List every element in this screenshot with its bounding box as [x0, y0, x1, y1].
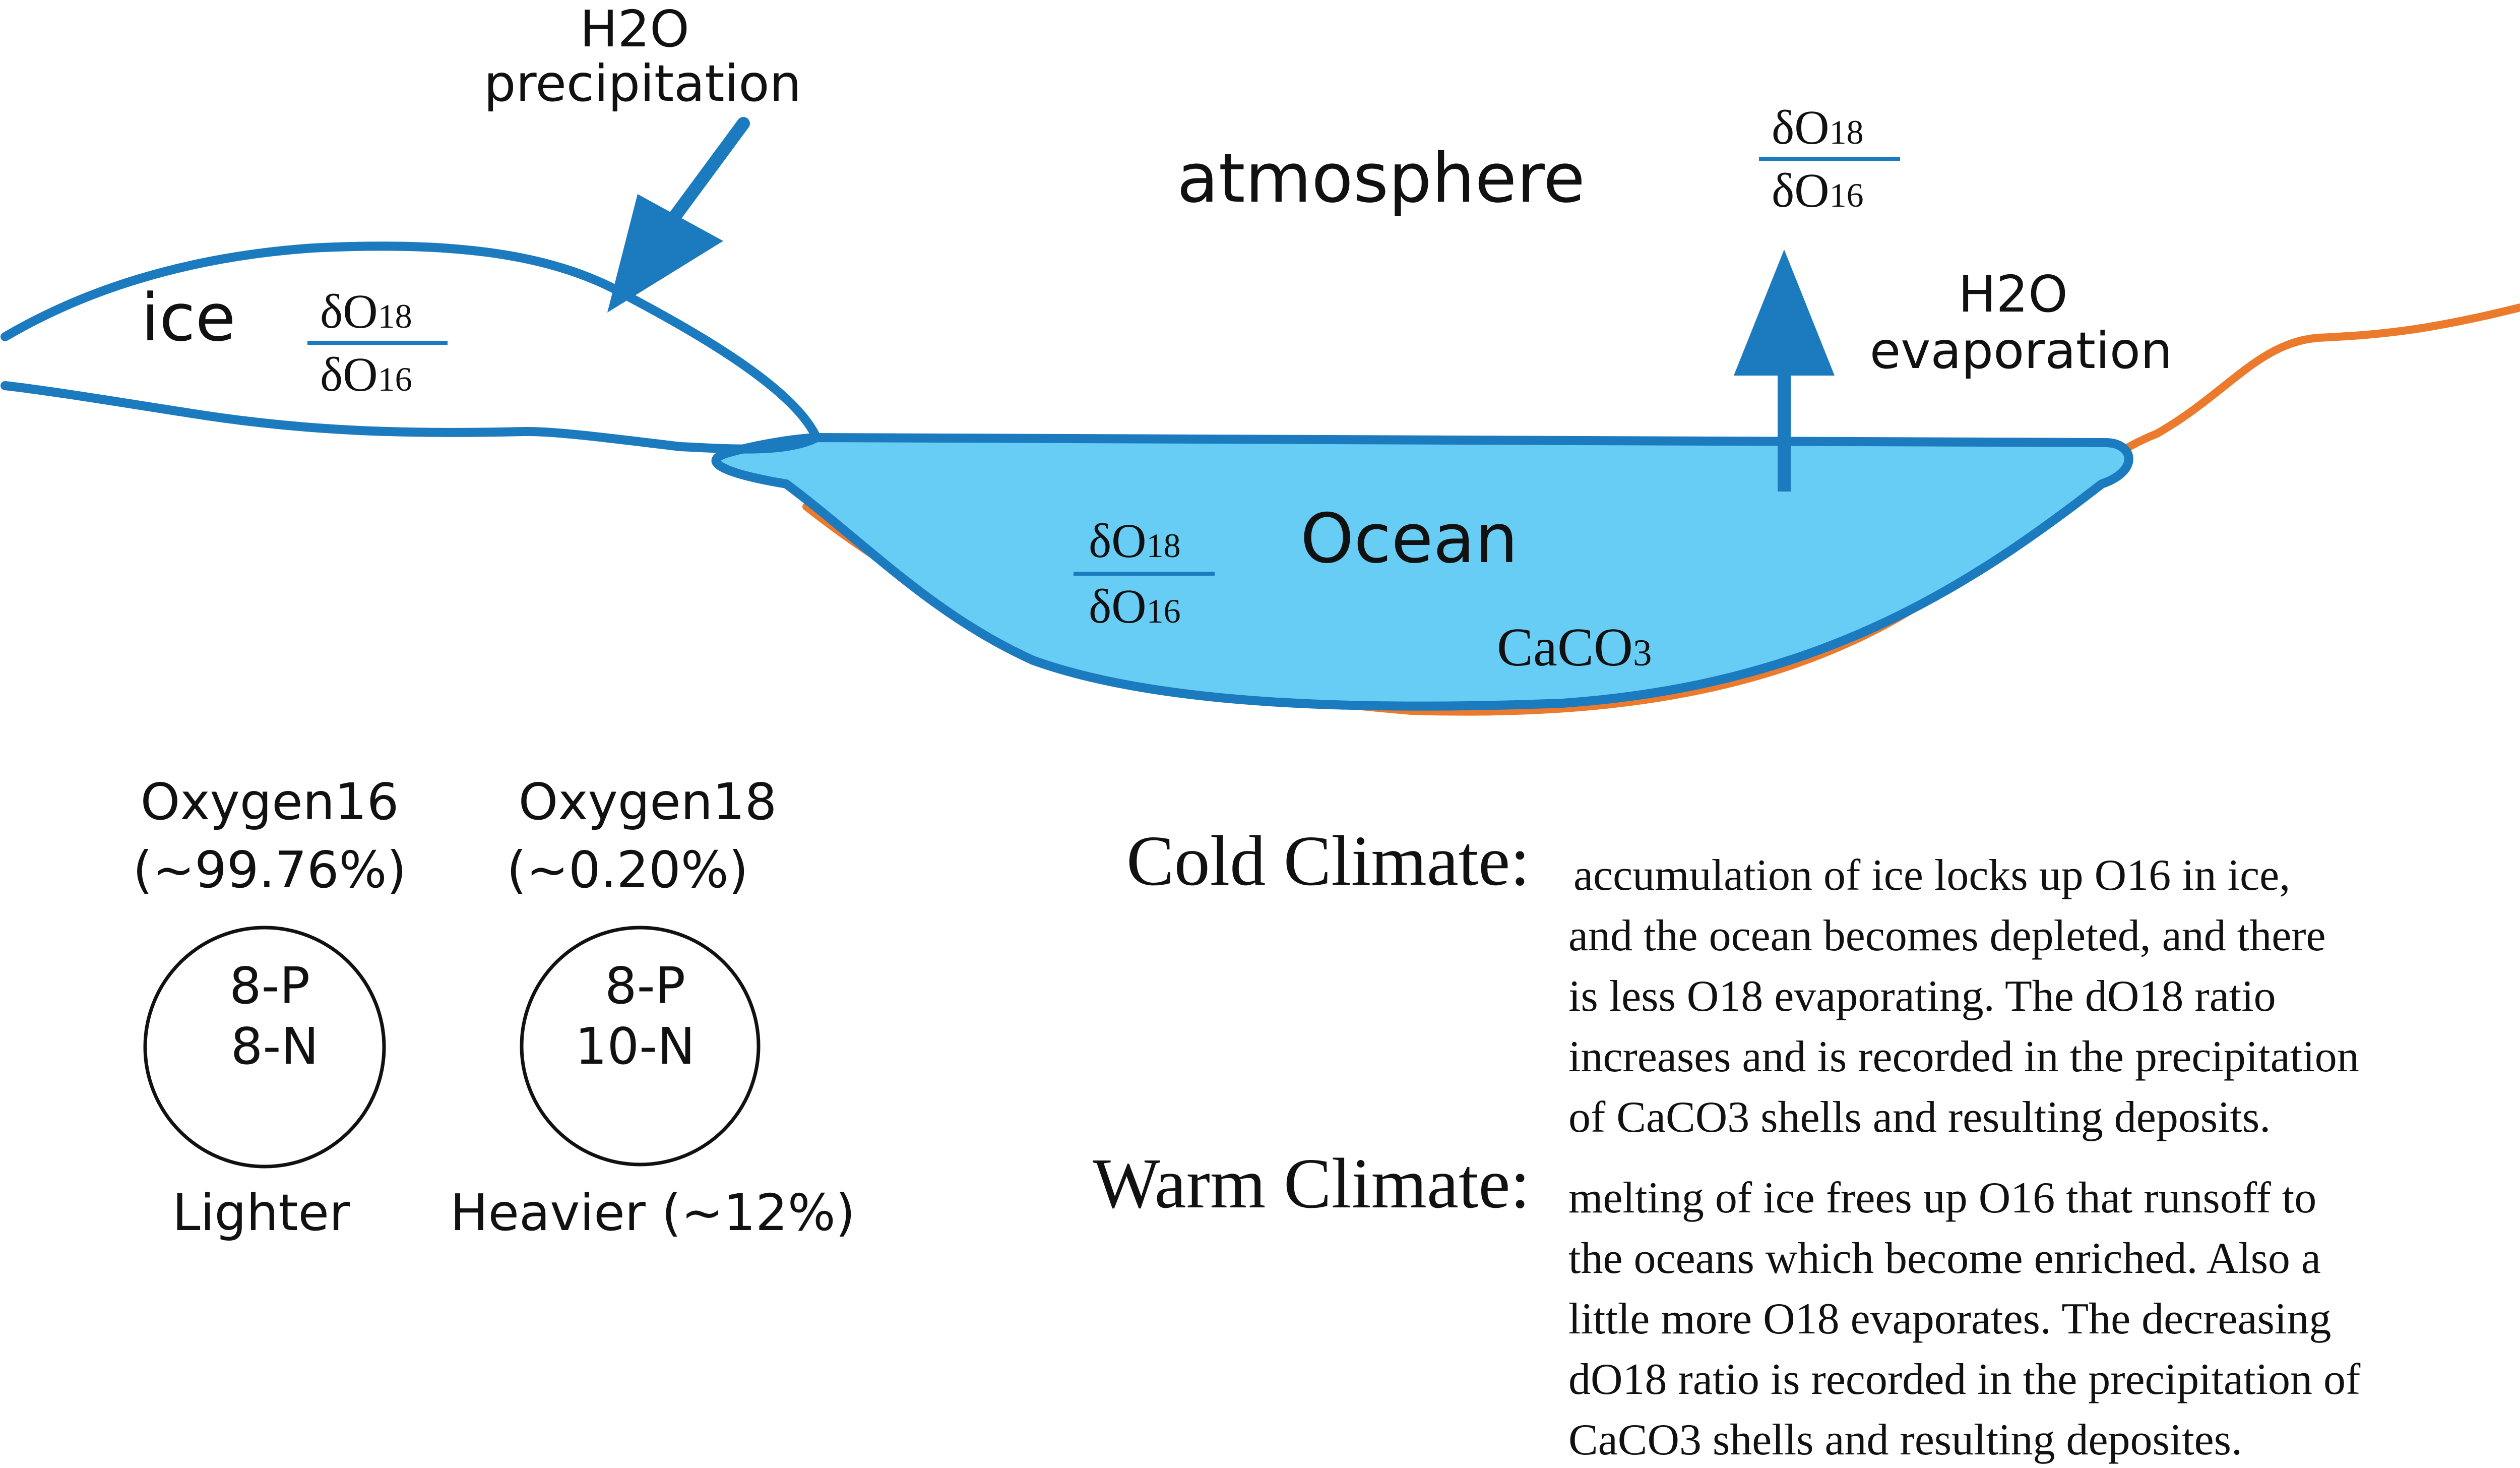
- caco3-label: CaCO3: [1497, 618, 1652, 678]
- cold-climate-block: Cold Climate: accumulation of ice locks …: [1126, 821, 2359, 1142]
- isotope-caption: Lighter: [172, 1183, 350, 1242]
- ice-label: ice: [141, 279, 236, 356]
- ratio-denominator: δO16: [1089, 579, 1181, 633]
- atom-circle: [143, 926, 386, 1169]
- atmosphere-label: atmosphere: [1177, 139, 1585, 218]
- precipitation-label: H2O precipitation: [484, 0, 801, 113]
- isotope-abundance: (~99.76%): [133, 840, 406, 899]
- climate-line: of CaCO3 shells and resulting deposits.: [1568, 1093, 2271, 1142]
- ice-sheet: [1, 241, 821, 454]
- ratio-numerator: δO18: [1772, 100, 1864, 154]
- atom-protons: 8-P: [229, 956, 310, 1015]
- climate-title: Warm Climate:: [1093, 1143, 1530, 1223]
- climate-line: CaCO3 shells and resulting deposites.: [1568, 1416, 2242, 1464]
- evaporation-arrow-head: [1734, 250, 1835, 376]
- ratio-denominator: δO16: [1772, 163, 1864, 217]
- ocean-label: Ocean: [1300, 499, 1518, 578]
- climate-line: is less O18 evaporating. The dO18 ratio: [1568, 972, 2276, 1021]
- isotope-oxygen16: Oxygen16 (~99.76%) 8-P 8-N Lighter: [133, 772, 406, 1242]
- ratio-ocean: δO18 δO16: [1074, 514, 1215, 633]
- warm-climate-block: Warm Climate: melting of ice frees up O1…: [1093, 1143, 2361, 1464]
- isotope-oxygen18: Oxygen18 (~0.20%) 8-P 10-N Heavier (~12%…: [450, 772, 855, 1242]
- climate-line: increases and is recorded in the precipi…: [1568, 1032, 2359, 1081]
- climate-line: little more O18 evaporates. The decreasi…: [1568, 1295, 2331, 1343]
- climate-line: the oceans which become enriched. Also a: [1568, 1234, 2321, 1283]
- climate-line: and the ocean becomes depleted, and ther…: [1568, 911, 2326, 960]
- climate-line: accumulation of ice locks up O16 in ice,: [1573, 851, 2290, 900]
- ocean-basin: [711, 433, 2133, 711]
- atom-protons: 8-P: [605, 956, 685, 1015]
- climate-line: dO18 ratio is recorded in the precipitat…: [1568, 1355, 2361, 1404]
- atom-circle: [520, 926, 761, 1167]
- evaporation-label: H2O evaporation: [1870, 265, 2173, 380]
- ratio-atmosphere: δO18 δO16: [1759, 100, 1900, 217]
- isotope-abundance: (~0.20%): [507, 840, 748, 899]
- climate-title: Cold Climate:: [1126, 821, 1530, 900]
- ratio-denominator: δO16: [320, 347, 412, 401]
- ratio-ice: δO18 δO16: [307, 284, 448, 401]
- climate-line: melting of ice frees up O16 that runsoff…: [1568, 1174, 2316, 1222]
- precipitation-arrow-shaft: [659, 117, 750, 236]
- atom-neutrons: 8-N: [231, 1017, 319, 1076]
- ratio-numerator: δO18: [1089, 514, 1181, 568]
- isotope-name: Oxygen16: [141, 772, 399, 831]
- isotope-name: Oxygen18: [519, 772, 777, 831]
- precipitation-arrow-head: [607, 194, 723, 313]
- ratio-numerator: δO18: [320, 284, 412, 338]
- atom-neutrons: 10-N: [575, 1017, 695, 1076]
- isotope-caption: Heavier (~12%): [450, 1183, 855, 1242]
